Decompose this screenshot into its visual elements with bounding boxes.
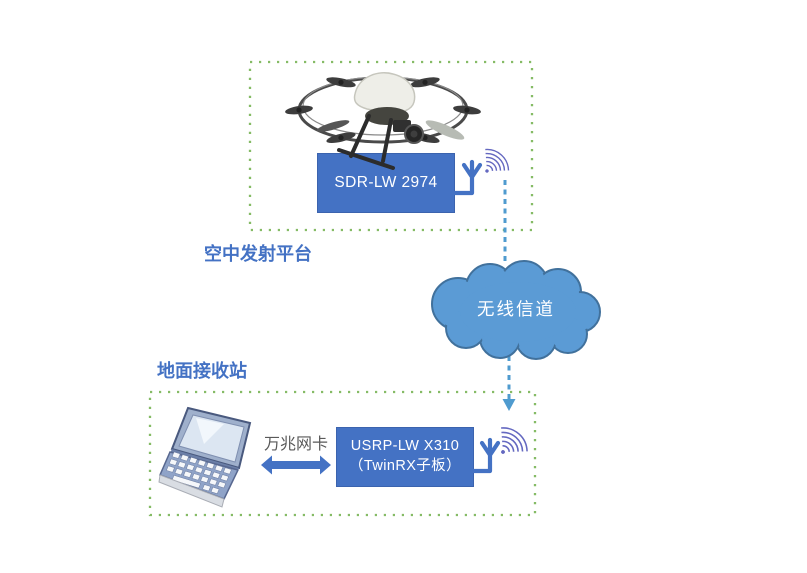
wireless-link-dashes bbox=[503, 180, 511, 399]
sdr-wifi-waves-icon bbox=[485, 148, 510, 173]
aerial-platform-label: 空中发射平台 bbox=[204, 244, 312, 264]
ethernet-link-arrow bbox=[261, 455, 331, 475]
usrp-wifi-waves-icon bbox=[501, 427, 528, 454]
usrp-device-box bbox=[336, 427, 474, 487]
usrp-antenna-icon bbox=[470, 437, 501, 474]
usrp-device-label-line1: USRP-LW X310 bbox=[350, 438, 460, 455]
usrp-device-label: USRP-LW X310 （TwinRX子板） bbox=[336, 427, 474, 487]
downlink-arrowhead-icon bbox=[502, 399, 516, 411]
drone-image bbox=[285, 72, 481, 170]
ethernet-link-label: 万兆网卡 bbox=[263, 436, 328, 453]
sdr-device-label: SDR-LW 2974 bbox=[334, 174, 438, 191]
cloud-shape bbox=[431, 260, 601, 360]
wireless-channel-label: 无线信道 bbox=[477, 298, 555, 319]
laptop-icon bbox=[158, 406, 252, 508]
ground-station-boundary bbox=[148, 390, 537, 517]
ground-station-label: 地面接收站 bbox=[157, 361, 247, 381]
sdr-antenna-icon bbox=[452, 159, 483, 196]
usrp-device-label-line2: （TwinRX子板） bbox=[349, 458, 461, 474]
